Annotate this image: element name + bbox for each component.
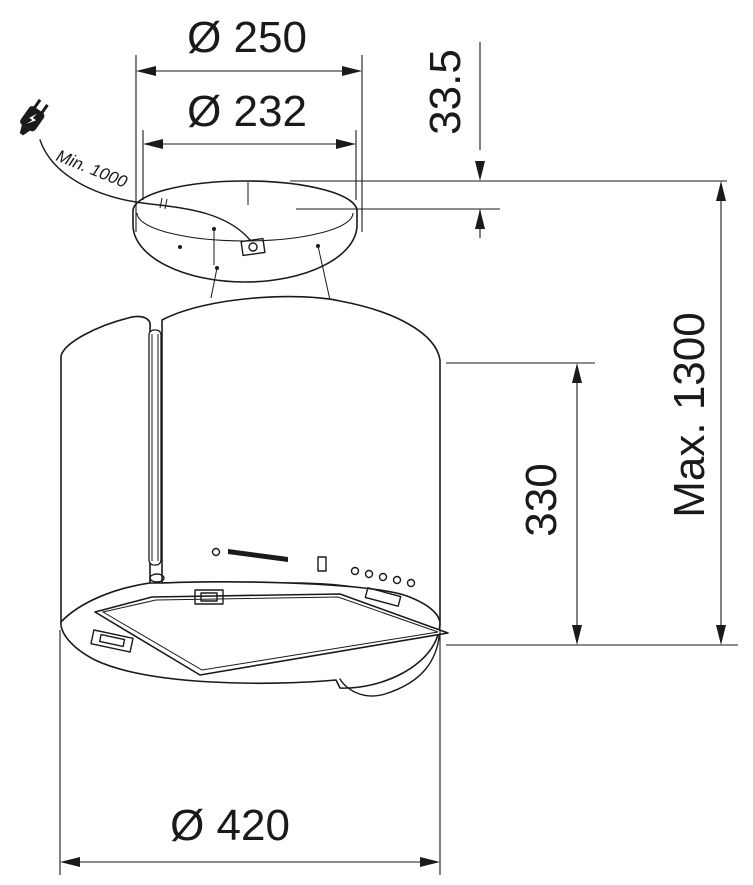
max-height-label: Max. 1300 bbox=[665, 312, 714, 517]
canopy-height-label: 33.5 bbox=[421, 49, 470, 135]
power-plug-icon bbox=[19, 98, 49, 136]
dimension-max-height: Max. 1300 bbox=[595, 181, 738, 646]
dimension-body-diameter: Ø 420 bbox=[59, 630, 441, 875]
ceiling-canopy bbox=[132, 180, 358, 301]
power-cable bbox=[39, 139, 251, 241]
cable-min-length-label: Min. 1000 bbox=[54, 146, 131, 192]
dimension-canopy-height: 33.5 bbox=[290, 42, 727, 238]
body-diameter-label: Ø 420 bbox=[170, 801, 290, 850]
control-panel bbox=[211, 547, 416, 588]
body-height-label: 330 bbox=[517, 463, 566, 536]
dimension-canopy-outer: Ø 250 bbox=[135, 13, 363, 232]
canopy-outer-diameter-label: Ø 250 bbox=[187, 13, 307, 62]
dimension-canopy-inner: Ø 232 bbox=[142, 87, 357, 200]
dimension-body-height: 330 bbox=[446, 362, 595, 646]
canopy-inner-diameter-label: Ø 232 bbox=[187, 87, 307, 136]
hood-body bbox=[60, 295, 449, 697]
